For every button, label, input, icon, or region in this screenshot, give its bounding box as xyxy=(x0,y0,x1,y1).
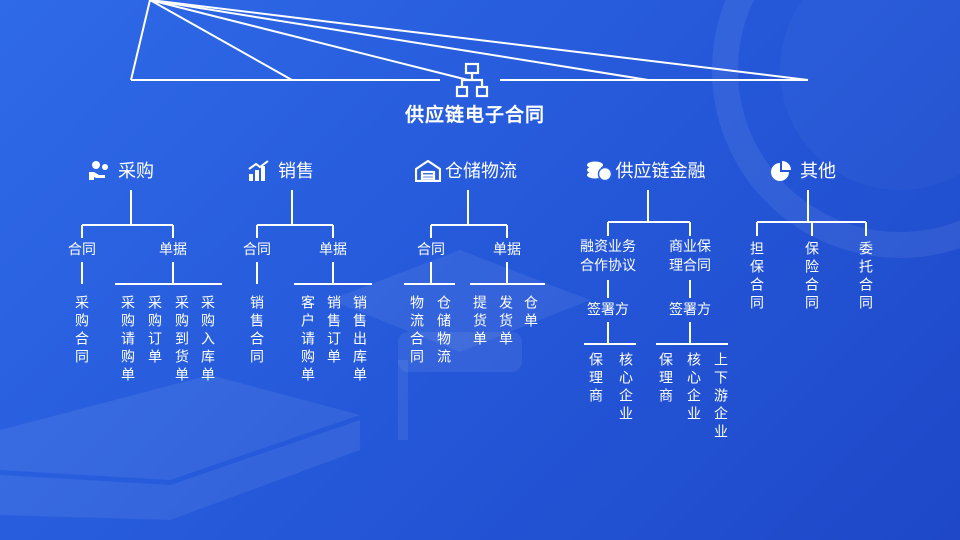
item-2-1-1: 发货单 xyxy=(497,295,513,349)
connector-line xyxy=(149,0,469,81)
finance-group-label-1-0: 商业保 xyxy=(669,239,711,255)
item-2-0-1: 仓储物流 xyxy=(435,295,451,367)
category-label-1: 销售 xyxy=(278,161,314,182)
connector-line xyxy=(149,0,649,81)
category-label-3: 供应链金融 xyxy=(615,161,706,182)
group-label-0-0: 合同 xyxy=(68,242,96,258)
warehouse-icon xyxy=(414,159,442,186)
category-label-4: 其他 xyxy=(800,161,836,182)
other-item-2: 委托合同 xyxy=(857,241,873,313)
connector-line xyxy=(149,0,293,81)
coins-icon xyxy=(586,160,612,186)
item-0-1-3: 采购入库单 xyxy=(199,295,215,385)
hand-coins-icon xyxy=(88,160,112,186)
group-label-2-1: 单据 xyxy=(493,242,521,258)
item-2-1-0: 提货单 xyxy=(471,295,487,349)
finance-group-label-0-1: 合作协议 xyxy=(580,258,636,274)
finance-item-0-1: 核心企业 xyxy=(617,352,633,424)
item-1-1-2: 销售出库单 xyxy=(351,295,367,385)
signer-label-0: 签署方 xyxy=(587,302,629,318)
item-1-1-0: 客户请购单 xyxy=(299,295,315,385)
pie-chart-icon xyxy=(770,160,792,186)
item-2-0-0: 物流合同 xyxy=(408,295,424,367)
item-0-1-1: 采购订单 xyxy=(146,295,162,367)
item-2-1-2: 仓单 xyxy=(522,295,538,331)
finance-item-0-0: 保理商 xyxy=(587,352,603,406)
category-label-0: 采购 xyxy=(118,161,154,182)
group-label-2-0: 合同 xyxy=(417,242,445,258)
group-label-1-1: 单据 xyxy=(319,242,347,258)
finance-group-label-0-0: 融资业务 xyxy=(580,239,636,255)
other-item-1: 保险合同 xyxy=(803,241,819,313)
bar-chart-icon xyxy=(248,160,270,186)
connector-line xyxy=(130,0,151,81)
item-0-1-2: 采购到货单 xyxy=(173,295,189,385)
item-0-1-0: 采购请购单 xyxy=(119,295,135,385)
finance-item-1-1: 核心企业 xyxy=(685,352,701,424)
connector-line xyxy=(149,0,809,81)
item-1-0-0: 销售合同 xyxy=(248,295,264,367)
finance-item-1-2: 上下游企业 xyxy=(712,352,728,442)
group-label-1-0: 合同 xyxy=(243,242,271,258)
item-0-0-0: 采购合同 xyxy=(73,295,89,367)
group-label-0-1: 单据 xyxy=(159,242,187,258)
title-icon xyxy=(455,62,489,102)
item-1-1-1: 销售订单 xyxy=(325,295,341,367)
finance-item-1-0: 保理商 xyxy=(657,352,673,406)
other-item-0: 担保合同 xyxy=(748,241,764,313)
category-label-2: 仓储物流 xyxy=(445,161,517,182)
finance-group-label-1-1: 理合同 xyxy=(669,258,711,274)
page-title: 供应链电子合同 xyxy=(404,104,545,126)
signer-label-1: 签署方 xyxy=(669,302,711,318)
